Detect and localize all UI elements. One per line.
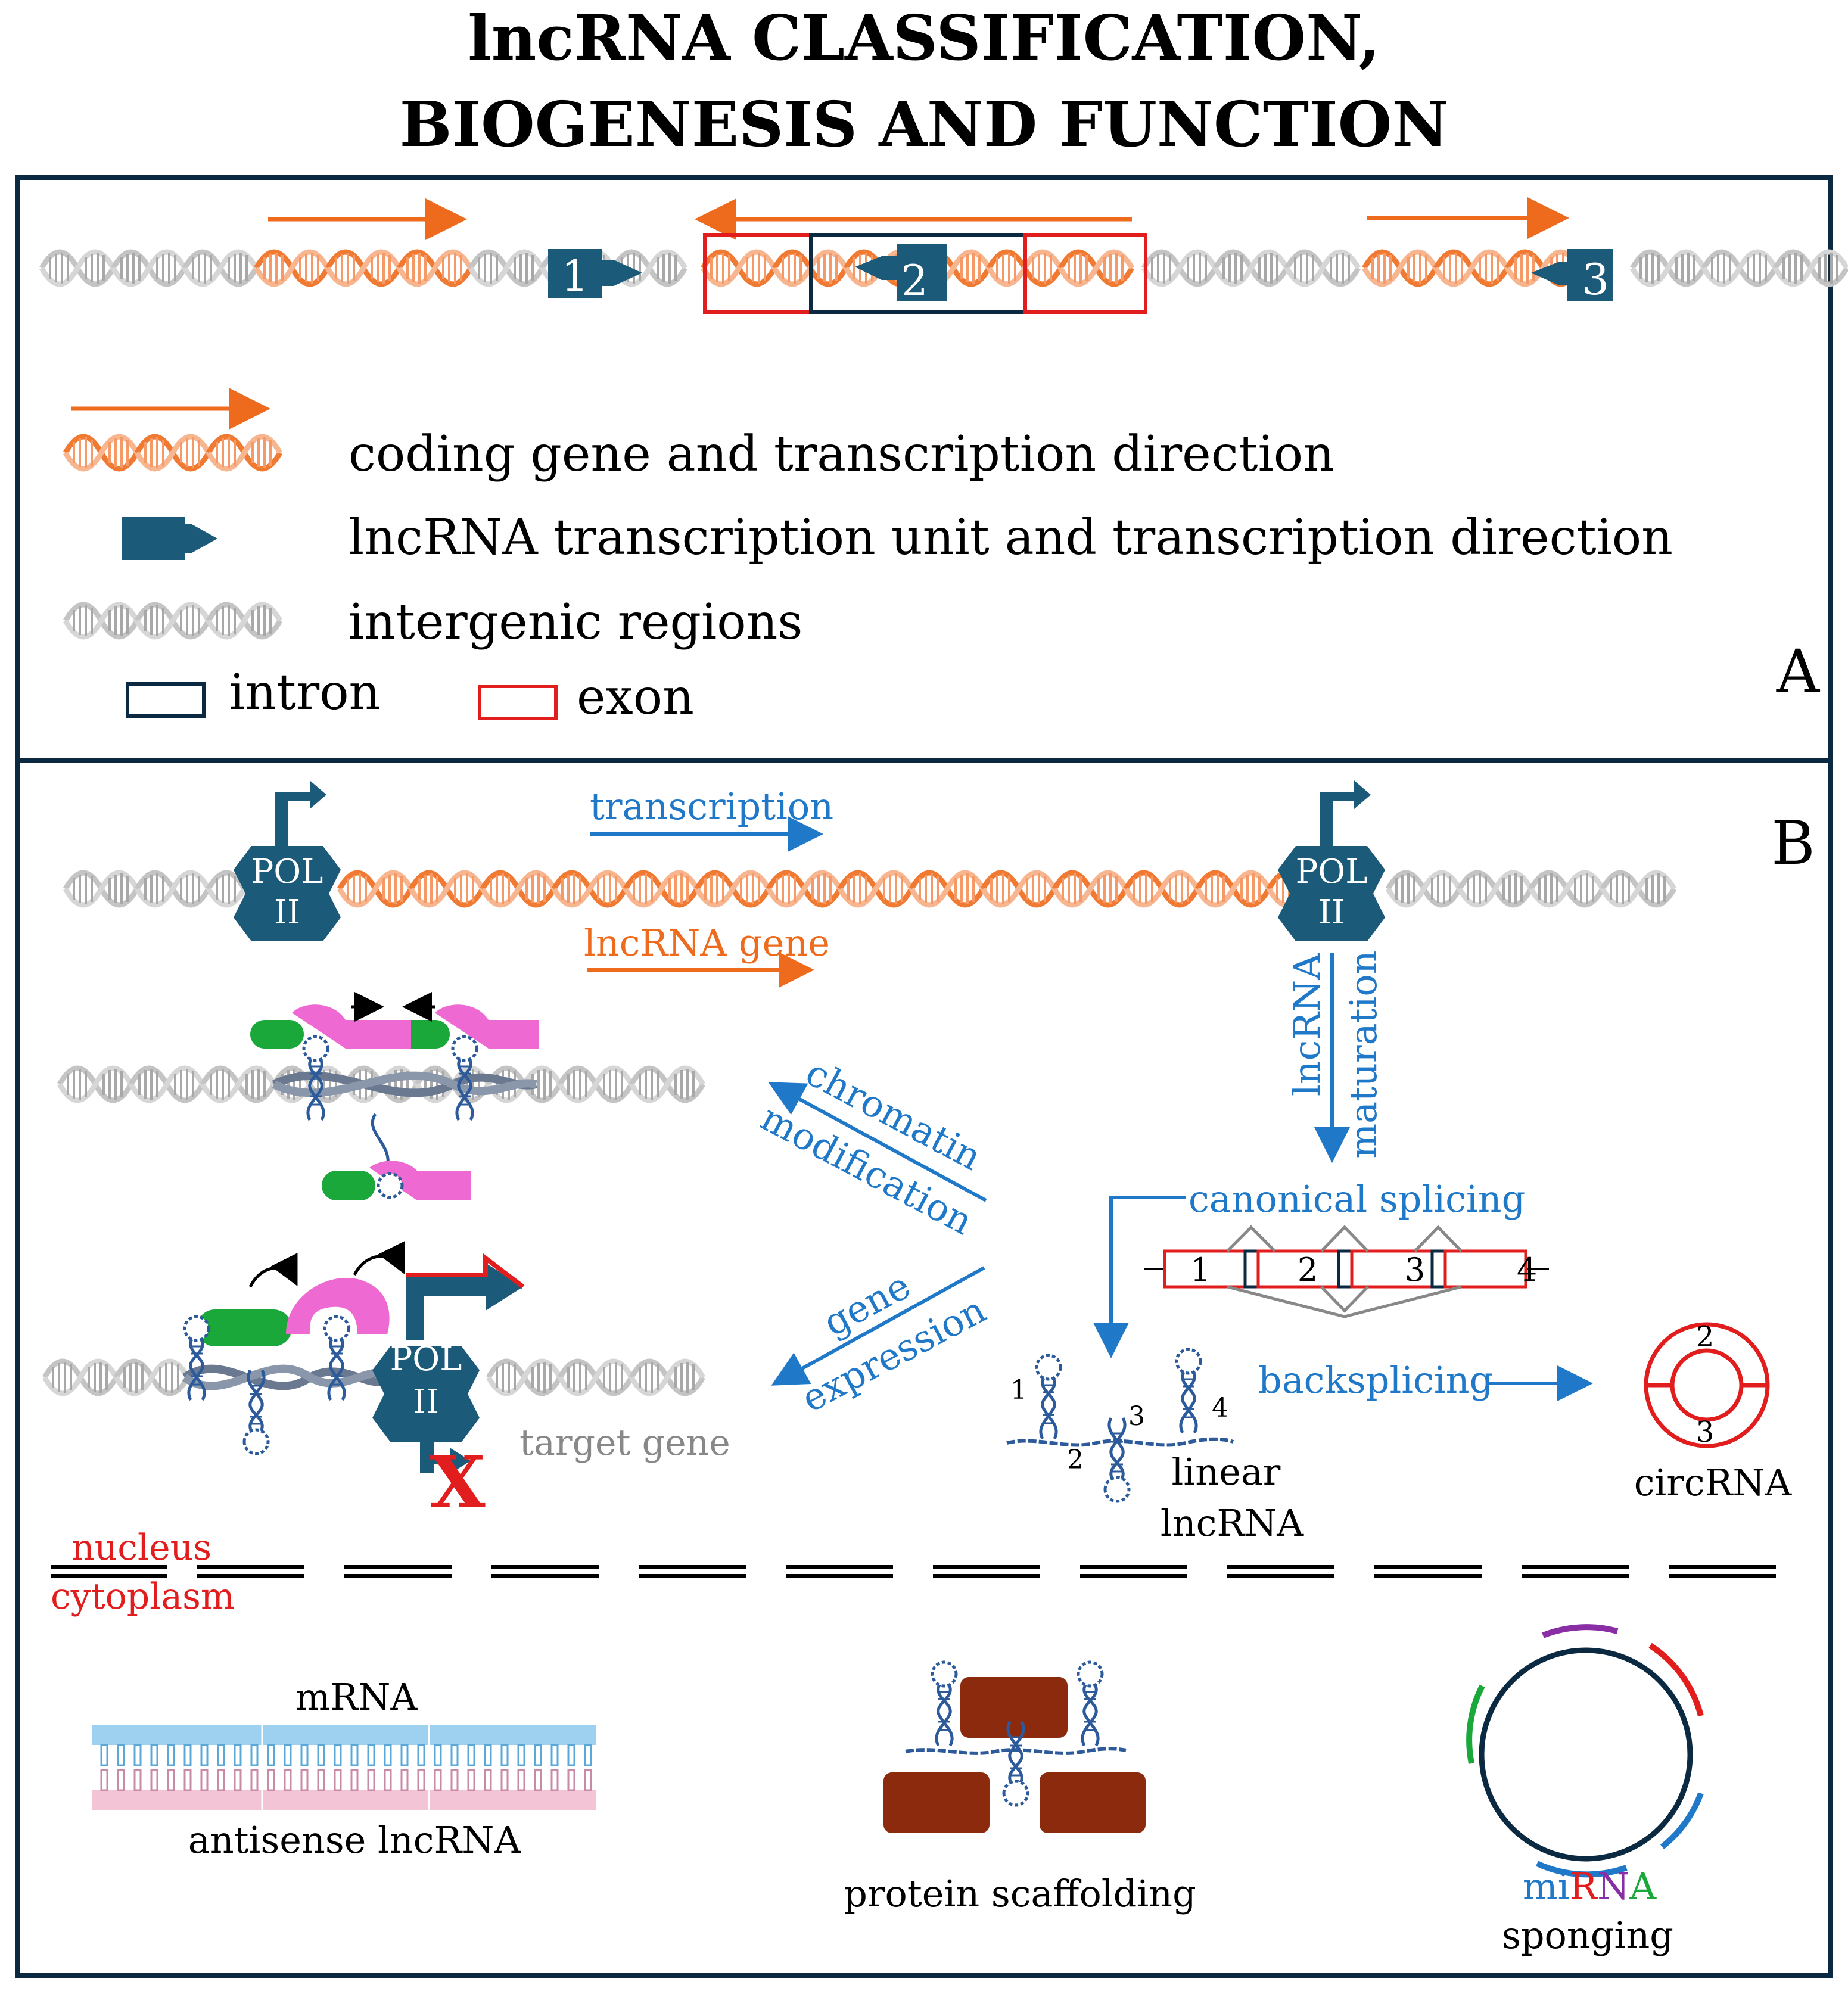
legend-intron-label: intron [229, 664, 380, 721]
legend-intron-box [126, 682, 206, 718]
circrna-label: circRNA [1634, 1461, 1793, 1504]
panel-b-label: B [1771, 808, 1815, 878]
lncrna-unit-3: 3 [1531, 249, 1613, 304]
mirna-label-mi: mi [1523, 1865, 1570, 1908]
nucleus-label: nucleus [71, 1527, 211, 1569]
linear-number-3: 3 [1128, 1401, 1145, 1432]
sponging-label: sponging [1502, 1914, 1673, 1957]
cytoplasm-label: cytoplasm [51, 1576, 235, 1617]
exon-number-2: 2 [1298, 1251, 1318, 1289]
lncrna-unit-2-label: 2 [901, 256, 928, 306]
chromatin-arrow [768, 1082, 987, 1202]
gene-expression-arrow [771, 1266, 985, 1386]
lncrna-unit-2: 2 [855, 244, 947, 306]
pol-ii-target: POL II [372, 1253, 525, 1474]
chromatin-dna [60, 1068, 703, 1100]
circ-number-3: 3 [1696, 1416, 1715, 1449]
exon-number-4: 4 [1517, 1251, 1537, 1289]
legend-exon-label: exon [577, 669, 694, 726]
exon-number-1: 1 [1190, 1251, 1211, 1289]
lncrna-unit-1-label: 1 [561, 251, 589, 301]
backsplicing-label: backsplicing [1258, 1358, 1493, 1402]
protein-scaffold-icon [883, 1662, 1146, 1833]
mirna-sponge-icon [1466, 1624, 1704, 1878]
legend-coding-label: coding gene and transcription direction [349, 426, 1334, 483]
chromatin-complex-top [250, 992, 539, 1120]
exon-box-right [1023, 233, 1147, 314]
linear-number-2: 2 [1067, 1445, 1084, 1475]
linear-lncrna-icon [1006, 1349, 1234, 1501]
mrna-label: mRNA [295, 1675, 418, 1719]
protein-scaffolding-label: protein scaffolding [844, 1872, 1196, 1915]
linear-number-1: 1 [1010, 1375, 1027, 1405]
legend-lncrna-label: lncRNA transcription unit and transcript… [349, 509, 1673, 566]
pol-ii-left-line1: POL [251, 853, 323, 891]
legend-exon-box [478, 685, 558, 720]
maturation-label-2: maturation [1342, 950, 1385, 1158]
pol-ii-left-line2: II [274, 893, 300, 932]
pol-ii-right: POL II [1278, 780, 1385, 941]
circrna-icon [1644, 1322, 1770, 1448]
panel-a-label: A [1776, 637, 1821, 707]
target-gene-dna [45, 1361, 703, 1393]
maturation-label-1: lncRNA [1285, 953, 1329, 1096]
chromatin-complex-bottom [322, 1113, 471, 1200]
target-gene-label: target gene [519, 1422, 730, 1464]
linear-label-1: linear [1172, 1450, 1281, 1494]
legend-lncrna-unit-icon [122, 517, 217, 560]
mrna-antisense-duplex [92, 1725, 596, 1810]
pol-ii-right-line2: II [1318, 893, 1345, 932]
legend-coding-dna [66, 437, 280, 469]
legend-intergenic-label: intergenic regions [349, 594, 802, 651]
canonical-splicing-label: canonical splicing [1189, 1177, 1525, 1221]
lncrna-unit-3-label: 3 [1582, 254, 1609, 304]
legend-intergenic-dna [66, 605, 280, 637]
mirna-label-a: A [1629, 1865, 1657, 1908]
nuclear-membrane [51, 1565, 1776, 1578]
exon-number-3: 3 [1405, 1251, 1425, 1289]
pre-rna-exons [1144, 1225, 1549, 1318]
mirna-label-n: N [1597, 1865, 1629, 1908]
canonical-splicing-arrow [1093, 1196, 1186, 1358]
title-line-2: BIOGENESIS AND FUNCTION [400, 88, 1449, 161]
pol-ii-target-line2: II [413, 1383, 439, 1421]
pol-ii-right-line1: POL [1296, 853, 1368, 891]
mirna-label: miRNA [1523, 1865, 1657, 1908]
panel-b-frame [15, 758, 1833, 1978]
circ-number-2: 2 [1696, 1320, 1715, 1354]
linear-label-2: lncRNA [1161, 1501, 1304, 1545]
duplex-rungs [100, 1744, 592, 1791]
title-line-1: lncRNA CLASSIFICATION, [468, 1, 1380, 74]
mirna-label-r: R [1569, 1865, 1598, 1908]
antisense-label: antisense lncRNA [188, 1818, 522, 1862]
lncrna-gene-label: lncRNA gene [584, 921, 830, 965]
gene-expression-complex [185, 1241, 405, 1454]
linear-number-4: 4 [1212, 1393, 1228, 1423]
transcription-label: transcription [590, 785, 833, 828]
pol-ii-left: POL II [234, 780, 341, 941]
lncrna-unit-1: 1 [548, 249, 642, 301]
x-mark: X [430, 1441, 485, 1525]
pol-ii-target-line1: POL [390, 1340, 462, 1379]
